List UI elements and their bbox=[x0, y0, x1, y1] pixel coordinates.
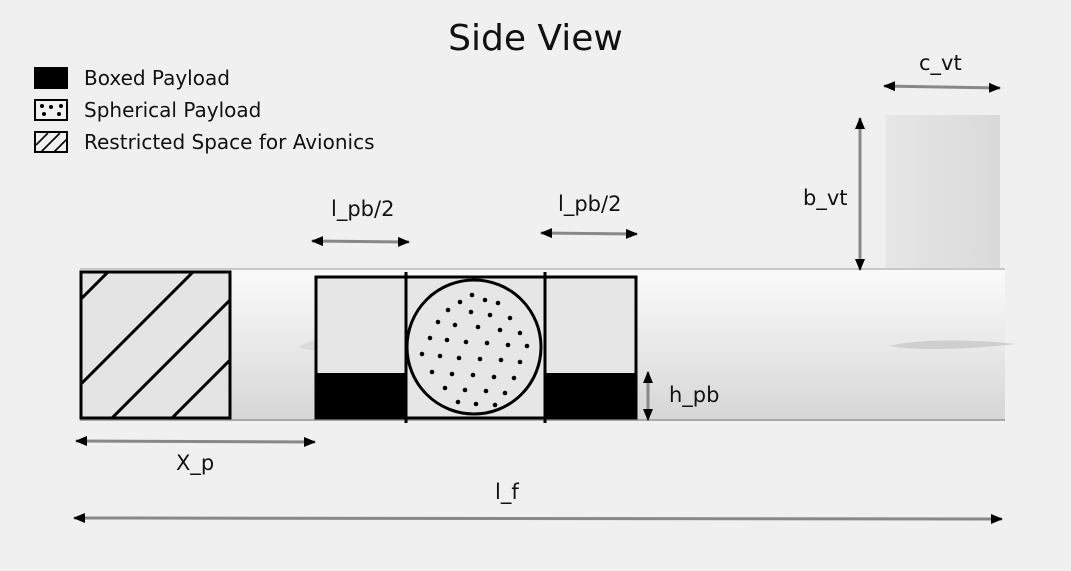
payload-dot bbox=[505, 342, 511, 348]
payload-dot bbox=[457, 299, 463, 305]
x-p-arrow bbox=[75, 436, 316, 447]
c-vt-label: c_vt bbox=[919, 51, 962, 75]
b-vt-label: b_vt bbox=[803, 186, 848, 210]
l-pb-half-left-arrow bbox=[311, 236, 410, 247]
payload-dot bbox=[455, 399, 461, 405]
payload-dot bbox=[435, 319, 441, 325]
solid-black-swatch-icon bbox=[34, 67, 68, 89]
payload-dot bbox=[445, 307, 451, 313]
payload-dot bbox=[470, 372, 476, 378]
spherical-payload bbox=[405, 278, 543, 416]
h-pb-label: h_pb bbox=[669, 383, 720, 407]
payload-dot bbox=[427, 335, 433, 341]
payload-dot bbox=[456, 355, 462, 361]
payload-dot bbox=[498, 357, 504, 363]
payload-dot bbox=[419, 351, 425, 357]
legend-item-boxed-payload: Boxed Payload bbox=[34, 62, 375, 94]
tail-shadow bbox=[890, 340, 1015, 350]
l-f-arrow bbox=[73, 513, 1003, 524]
boxed-payload-left bbox=[316, 373, 406, 418]
l-pb-half-right-label: l_pb/2 bbox=[558, 192, 622, 216]
payload-dot bbox=[497, 327, 503, 333]
payload-dot bbox=[502, 390, 508, 396]
l-f-label: l_f bbox=[495, 480, 519, 504]
payload-dot bbox=[524, 343, 530, 349]
payload-dot bbox=[475, 324, 481, 330]
x-p-label: X_p bbox=[176, 451, 215, 475]
avionics-restricted-space bbox=[79, 270, 232, 420]
payload-dot bbox=[491, 374, 497, 380]
payload-dot bbox=[437, 353, 443, 359]
dotted-swatch-icon bbox=[34, 99, 68, 121]
payload-dot bbox=[482, 297, 488, 303]
payload-dot bbox=[511, 375, 517, 381]
payload-dot bbox=[463, 339, 469, 345]
payload-dot bbox=[449, 371, 455, 377]
payload-bay bbox=[314, 272, 638, 423]
spherical-payload-dots bbox=[419, 292, 530, 408]
payload-dot bbox=[492, 402, 498, 408]
hatched-swatch-icon bbox=[34, 131, 68, 153]
legend-label: Restricted Space for Avionics bbox=[84, 130, 375, 154]
l-pb-half-left-label: l_pb/2 bbox=[331, 197, 395, 221]
diagram-title: Side View bbox=[448, 18, 623, 59]
payload-dot bbox=[517, 359, 523, 365]
legend-item-restricted-space: Restricted Space for Avionics bbox=[34, 126, 375, 158]
payload-dot bbox=[444, 337, 450, 343]
payload-dot bbox=[442, 385, 448, 391]
payload-dot bbox=[473, 401, 479, 407]
l-pb-half-right-arrow bbox=[540, 228, 638, 239]
legend-item-spherical-payload: Spherical Payload bbox=[34, 94, 375, 126]
payload-dot bbox=[429, 369, 435, 375]
legend-label: Spherical Payload bbox=[84, 98, 262, 122]
payload-dot bbox=[487, 312, 493, 318]
payload-dot bbox=[462, 387, 468, 393]
legend: Boxed Payload Spherical Payload Restrict… bbox=[34, 62, 375, 158]
payload-dot bbox=[517, 330, 523, 336]
vertical-tail bbox=[886, 115, 1000, 270]
payload-dot bbox=[469, 292, 475, 298]
payload-dot bbox=[452, 322, 458, 328]
payload-dot bbox=[484, 340, 490, 346]
boxed-payload-right bbox=[545, 373, 636, 418]
payload-dot bbox=[468, 309, 474, 315]
legend-label: Boxed Payload bbox=[84, 66, 230, 90]
payload-dot bbox=[477, 356, 483, 362]
payload-dot bbox=[507, 315, 513, 321]
payload-dot bbox=[495, 300, 501, 306]
c-vt-arrow bbox=[883, 81, 1001, 93]
payload-dot bbox=[483, 388, 489, 394]
